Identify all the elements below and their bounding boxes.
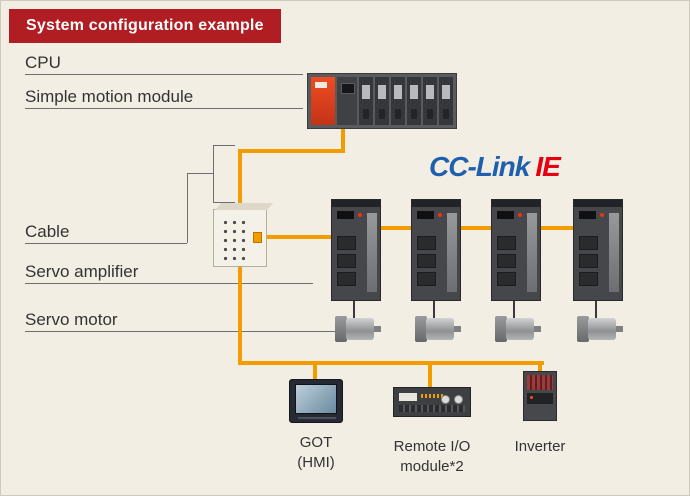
io-module (407, 77, 421, 125)
label-servo-motor: Servo motor (25, 310, 118, 329)
leader-line-cable (25, 243, 187, 244)
cable-rack-drop (341, 127, 345, 151)
rio-terminal-block (399, 405, 465, 412)
label-got-line2: (HMI) (297, 454, 335, 471)
io-module (423, 77, 437, 125)
servo-amplifier-2 (411, 199, 461, 301)
cable-drop-inverter (538, 361, 542, 375)
ie-logo-text: IE (535, 151, 560, 182)
simple-motion-module (359, 77, 373, 125)
plc-rack (307, 73, 457, 129)
remote-io-module-device (393, 387, 471, 417)
label-simple-motion-module: Simple motion module (25, 87, 194, 106)
cable-bracket-tick-top (213, 145, 235, 146)
io-module (391, 77, 405, 125)
label-remote-io: Remote I/O module*2 (380, 437, 484, 477)
motor-cable-3 (513, 301, 515, 321)
rio-led-row (421, 394, 443, 398)
leader-line-servo-motor (25, 331, 335, 332)
cable-bottom-trunk (238, 361, 544, 365)
cpu-module (337, 77, 357, 125)
label-remote-io-line1: Remote I/O (393, 438, 471, 455)
hub-cable-jack (253, 232, 262, 243)
rio-label-plate (399, 393, 417, 401)
label-servo-amplifier: Servo amplifier (25, 262, 139, 281)
label-cpu: CPU (25, 53, 61, 72)
servo-amplifier-1 (331, 199, 381, 301)
page-title: System configuration example (9, 9, 281, 43)
motor-cable-2 (433, 301, 435, 321)
got-screen (295, 384, 337, 414)
leader-line-simple-motion (25, 108, 303, 109)
servo-motor-2 (415, 315, 461, 343)
power-supply-module (311, 77, 335, 125)
cable-drop-got (313, 361, 317, 383)
cable-bracket-spine (213, 145, 214, 203)
label-got: GOT (HMI) (282, 433, 350, 473)
cable-hub-to-amplifier (267, 235, 335, 239)
io-module (439, 77, 453, 125)
label-got-line1: GOT (299, 434, 333, 451)
servo-amplifier-3 (491, 199, 541, 301)
motor-cable-4 (595, 301, 597, 321)
cable-amplifier-daisy-chain (351, 226, 597, 230)
rio-rotary-switch (441, 395, 450, 404)
network-hub (213, 209, 267, 267)
inverter-device (523, 371, 557, 421)
label-inverter: Inverter (514, 438, 566, 455)
label-cable: Cable (25, 222, 70, 241)
cable-drop-remote-io (428, 361, 432, 389)
got-hmi-device (289, 379, 343, 423)
cc-link-logo-text: CC-Link (429, 151, 530, 182)
hub-ports (221, 218, 247, 262)
servo-motor-4 (577, 315, 623, 343)
inverter-panel (527, 393, 553, 404)
cable-upper-horizontal (238, 149, 345, 153)
got-keys (298, 417, 336, 419)
servo-motor-1 (335, 315, 381, 343)
motor-cable-1 (353, 301, 355, 321)
leader-line-servo-amplifier (25, 283, 313, 284)
leader-line-cpu (25, 74, 303, 75)
servo-motor-3 (495, 315, 541, 343)
rio-rotary-switch (454, 395, 463, 404)
servo-amplifier-4 (573, 199, 623, 301)
inverter-vent (527, 375, 553, 390)
inverter-led (530, 396, 533, 399)
cable-bracket-stem (187, 173, 188, 243)
io-module (375, 77, 389, 125)
label-remote-io-line2: module*2 (400, 458, 464, 475)
cable-bracket-arm (187, 173, 213, 174)
